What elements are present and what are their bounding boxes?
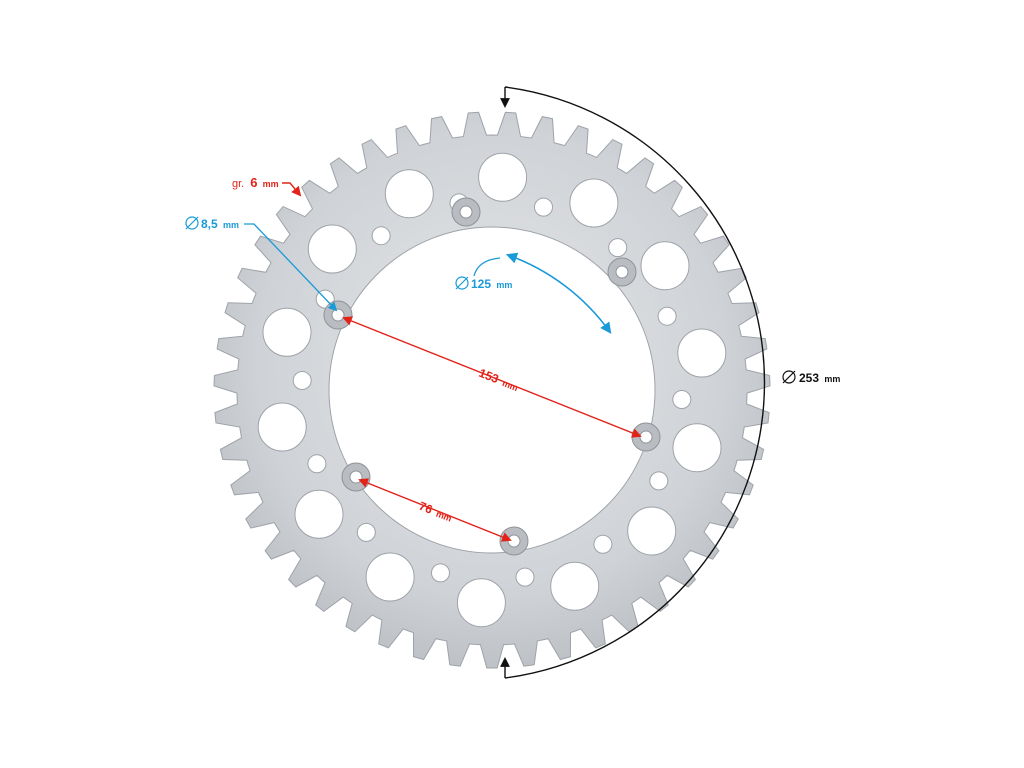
inner-bore-arc bbox=[505, 252, 612, 334]
outer-diameter-arc bbox=[504, 86, 766, 679]
outer-diameter-unit: mm bbox=[824, 374, 840, 384]
diameter-symbol-icon bbox=[185, 216, 199, 230]
lightening-hole bbox=[371, 226, 391, 246]
lightening-hole bbox=[677, 328, 727, 378]
bolt-hole bbox=[615, 265, 629, 279]
outer-diameter-value: 253 bbox=[799, 371, 819, 385]
lightening-hole bbox=[356, 522, 376, 542]
inner-bore-value: 125 bbox=[471, 277, 491, 291]
bolt-hole-value: 8,5 bbox=[201, 217, 218, 231]
lightening-hole bbox=[672, 423, 722, 473]
thickness-dimension: gr. 6 mm bbox=[232, 175, 302, 197]
lightening-hole bbox=[431, 563, 450, 583]
lightening-hole bbox=[550, 561, 600, 611]
svg-text:76 mm: 76 mm bbox=[417, 499, 454, 525]
lightening-hole bbox=[307, 224, 357, 274]
lightening-hole bbox=[534, 197, 553, 217]
lightening-hole bbox=[627, 506, 677, 556]
lightening-hole bbox=[262, 307, 312, 357]
bolt-spacing-long-line bbox=[342, 316, 642, 438]
lightening-hole bbox=[294, 489, 344, 539]
bolt-spacing-short-unit: mm bbox=[435, 509, 454, 524]
inner-bore-dimension: 125 mm bbox=[455, 252, 612, 334]
bolt-hole-dimension: 8,5 mm bbox=[185, 216, 338, 312]
bolt-hole-leader bbox=[244, 223, 338, 312]
lightening-hole bbox=[257, 402, 307, 452]
diameter-symbol-icon bbox=[455, 276, 469, 290]
bolt-spacing-long-unit: mm bbox=[501, 378, 520, 393]
svg-text:8,5 mm: 8,5 mm bbox=[201, 217, 239, 231]
inner-bore-leader bbox=[473, 257, 501, 277]
bolt-hole-unit: mm bbox=[223, 220, 239, 230]
svg-text:253 mm: 253 mm bbox=[799, 371, 840, 385]
lightening-hole bbox=[515, 567, 535, 587]
outer-diameter-dimension: 253 mm bbox=[500, 86, 846, 679]
bolt-hole bbox=[459, 205, 473, 219]
diameter-symbol-icon bbox=[782, 370, 796, 384]
lightening-hole bbox=[307, 454, 327, 474]
lightening-hole bbox=[292, 371, 312, 390]
bolt-hole bbox=[349, 470, 363, 484]
bolt-hole bbox=[507, 534, 521, 548]
lightening-hole bbox=[672, 390, 692, 409]
bolt-hole bbox=[331, 308, 345, 322]
lightening-hole bbox=[657, 306, 677, 326]
thickness-value: 6 bbox=[250, 175, 257, 190]
lightening-hole bbox=[593, 534, 613, 554]
lightening-hole bbox=[649, 471, 669, 491]
svg-text:gr. 6 mm: gr. 6 mm bbox=[232, 175, 279, 190]
lightening-hole bbox=[456, 578, 506, 628]
lightening-holes bbox=[257, 152, 727, 628]
thickness-prefix: gr. bbox=[232, 178, 244, 190]
lightening-hole bbox=[608, 238, 628, 258]
bolt-spacing-short-line bbox=[358, 478, 512, 542]
svg-text:125 mm: 125 mm bbox=[471, 277, 512, 291]
inner-bore-unit: mm bbox=[496, 280, 512, 290]
lightening-hole bbox=[640, 241, 690, 291]
svg-text:153 mm: 153 mm bbox=[477, 366, 521, 394]
lightening-hole bbox=[569, 178, 619, 228]
lightening-hole bbox=[365, 552, 415, 602]
thickness-unit: mm bbox=[263, 179, 279, 189]
sprocket bbox=[213, 111, 771, 669]
bolt-spacing-long-value: 153 bbox=[477, 366, 501, 387]
bolt-spacing-long-dimension: 153 mm bbox=[342, 316, 642, 438]
lightening-hole bbox=[384, 169, 434, 219]
bolt-spacing-short-value: 76 bbox=[417, 499, 435, 517]
bolt-hole bbox=[639, 430, 653, 444]
lightening-hole bbox=[478, 152, 528, 202]
thickness-leader bbox=[282, 182, 302, 197]
